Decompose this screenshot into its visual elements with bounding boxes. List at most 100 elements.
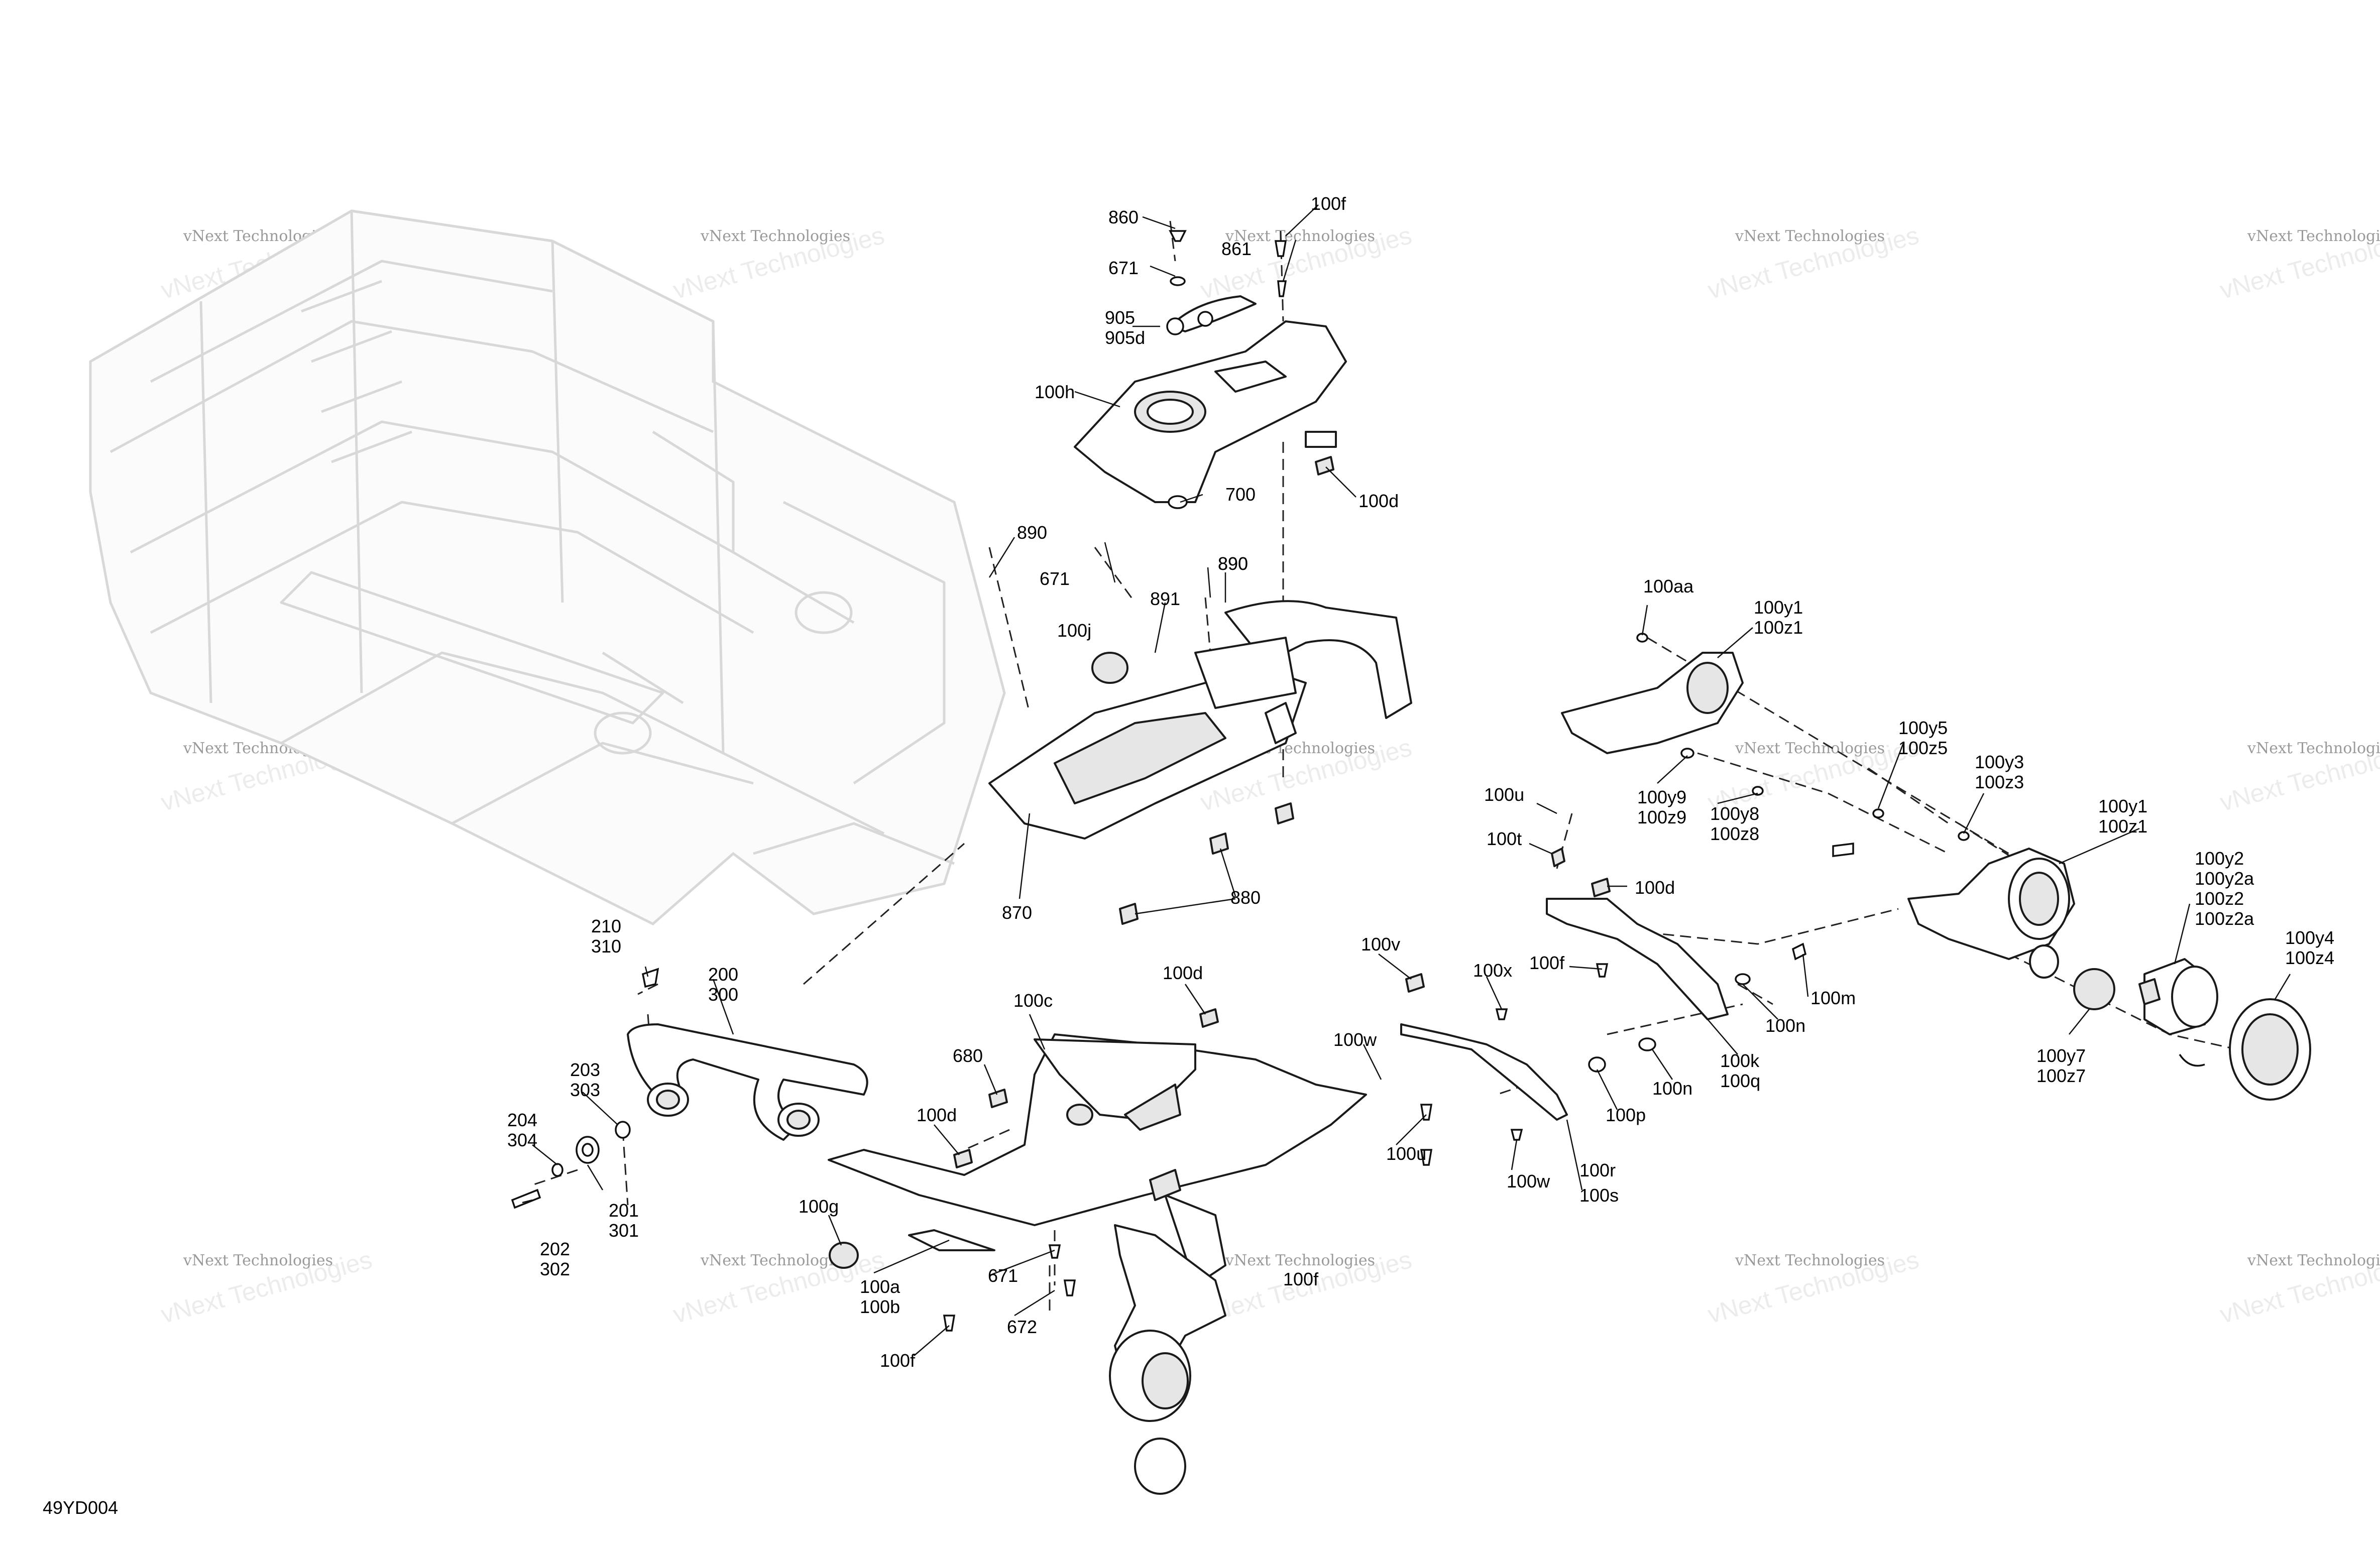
watermark-text: vNext Technologies: [1735, 1252, 1885, 1269]
part-100h-top-cover: [1074, 320, 1347, 503]
part-100y4-bezel: [2179, 998, 2311, 1101]
callout-label: 100n: [1652, 1078, 1692, 1099]
callout-label: 100y1: [1754, 597, 1803, 618]
watermark-text: vNext Technologies: [1225, 227, 1375, 245]
callout-label: 100v: [1361, 934, 1400, 955]
callout-label: 860: [1108, 207, 1139, 227]
part-100y9-shroud: [1561, 633, 1970, 857]
callout-label: 100u: [1484, 784, 1524, 805]
watermark: vNext Technologies vNext Technologies: [2217, 221, 2380, 304]
callout-label: 100z1: [2098, 816, 2147, 837]
watermark: vNext Technologies vNext Technologies: [2217, 733, 2380, 816]
callout-label: 204: [507, 1110, 537, 1130]
callout-label: 100w: [1507, 1171, 1550, 1192]
watermark: vNext Technologies vNext Technologies: [1705, 1245, 1921, 1329]
callout-label: 680: [953, 1045, 983, 1066]
watermark-text: vNext Technologies: [183, 1252, 333, 1269]
callout-label: 300: [708, 984, 738, 1005]
callout-label: 100z4: [2285, 947, 2334, 968]
watermark: vNext Technologies vNext Technologies: [158, 1245, 375, 1329]
callout-label: 671: [1040, 568, 1070, 589]
callout-label: 202: [540, 1239, 570, 1259]
part-100y7-lens: [2073, 968, 2115, 1010]
callout-label: 100aa: [1643, 576, 1694, 597]
callout-label: 100a: [860, 1276, 900, 1297]
callout-label: 100d: [1635, 877, 1675, 898]
callout-label: 100f: [1311, 193, 1346, 214]
callout-label: 890: [1218, 553, 1248, 574]
vehicle-frame-ghost: [89, 209, 1006, 925]
watermark: vNext Technologies vNext Technologies: [1197, 221, 1414, 304]
callout-label: 100b: [860, 1296, 900, 1317]
callout-label: 302: [540, 1259, 570, 1279]
callout-label: 905d: [1105, 327, 1145, 348]
callout-label: 100g: [799, 1196, 839, 1217]
callout-label: 310: [591, 936, 621, 957]
callout-label: 100r: [1579, 1160, 1616, 1180]
callout-label: 100y3: [1975, 752, 2024, 772]
callout-label: 671: [1108, 258, 1139, 278]
callouts: 860 861 100f 671 905 905d 100h 700 100d …: [507, 193, 2334, 1371]
part-100c-lower-panel: [828, 1033, 1367, 1286]
callout-label: 100u: [1386, 1143, 1426, 1164]
callout-label: 100f: [880, 1350, 916, 1371]
callout-label: 100y5: [1898, 718, 1948, 738]
part-200-grab-handle: [627, 1023, 868, 1141]
callout-label: 301: [609, 1220, 639, 1241]
callout-label: 671: [988, 1265, 1018, 1286]
part-100y1-housing: [1907, 848, 2075, 979]
callout-label: 100f: [1529, 953, 1565, 973]
fasteners-top: [1168, 230, 1287, 509]
callout-label: 100c: [1013, 990, 1053, 1011]
callout-label: 100z2a: [2195, 908, 2254, 929]
callout-label: 100n: [1765, 1015, 1805, 1036]
watermark: vNext Technologies vNext Technologies: [1705, 221, 1921, 304]
part-bushings: [511, 968, 659, 1209]
callout-label: 100d: [917, 1105, 957, 1125]
callout-label: 672: [1007, 1317, 1037, 1337]
callout-label: 100y9: [1637, 787, 1686, 807]
watermark-text: vNext Technologies: [2247, 1252, 2380, 1269]
callout-label: 100y2a: [2195, 868, 2254, 889]
watermark-text: vNext Technologies: [700, 1252, 850, 1269]
callout-label: 100y4: [2285, 927, 2334, 948]
callout-label: 100f: [1283, 1269, 1319, 1289]
callout-label: 100q: [1720, 1071, 1760, 1091]
callout-label: 100y8: [1710, 803, 1759, 824]
callout-label: 100h: [1035, 382, 1075, 402]
callout-label: 890: [1017, 522, 1047, 543]
diagram-id: 49YD004: [43, 1497, 118, 1518]
callout-label: 100k: [1720, 1050, 1760, 1071]
callout-label: 905: [1105, 307, 1135, 328]
part-905-lanyard: [1166, 295, 1257, 335]
part-100y2-light-module: [2138, 958, 2218, 1035]
callout-label: 100y1: [2098, 796, 2147, 816]
callout-label: 100z3: [1975, 772, 2024, 792]
callout-label: 100z8: [1710, 823, 1759, 844]
callout-label: 100w: [1333, 1029, 1377, 1050]
watermark-text: vNext Technologies: [2247, 227, 2380, 245]
callout-label: 100t: [1487, 828, 1522, 849]
callout-label: 100z9: [1637, 807, 1686, 827]
callout-label: 100x: [1473, 960, 1512, 981]
callout-label: 304: [507, 1130, 537, 1150]
callout-label: 890: [1218, 553, 1248, 574]
watermark-text: vNext Technologies: [1225, 1252, 1375, 1269]
watermark-text: vNext Technologies: [2247, 740, 2380, 757]
part-100k-bracket: [1420, 898, 1807, 1166]
watermark-text: vNext Technologies: [1735, 227, 1885, 245]
watermark-text: vNext Technologies: [700, 227, 850, 245]
leader-lines: [522, 204, 2291, 1356]
part-100a-tray: [829, 1229, 1076, 1332]
callout-label: 303: [570, 1080, 600, 1100]
part-100r-bracket: [1400, 1023, 1568, 1121]
callout-label: 100j: [1057, 620, 1091, 641]
watermark: vNext Technologies vNext Technologies: [670, 221, 887, 304]
callout-label: 100d: [1358, 491, 1399, 511]
callout-label: 700: [1225, 484, 1256, 505]
part-880-clips: [1119, 802, 1294, 925]
callout-label: 203: [570, 1059, 600, 1080]
callout-label: 870: [1002, 902, 1032, 923]
callout-label: 100z5: [1898, 738, 1948, 758]
